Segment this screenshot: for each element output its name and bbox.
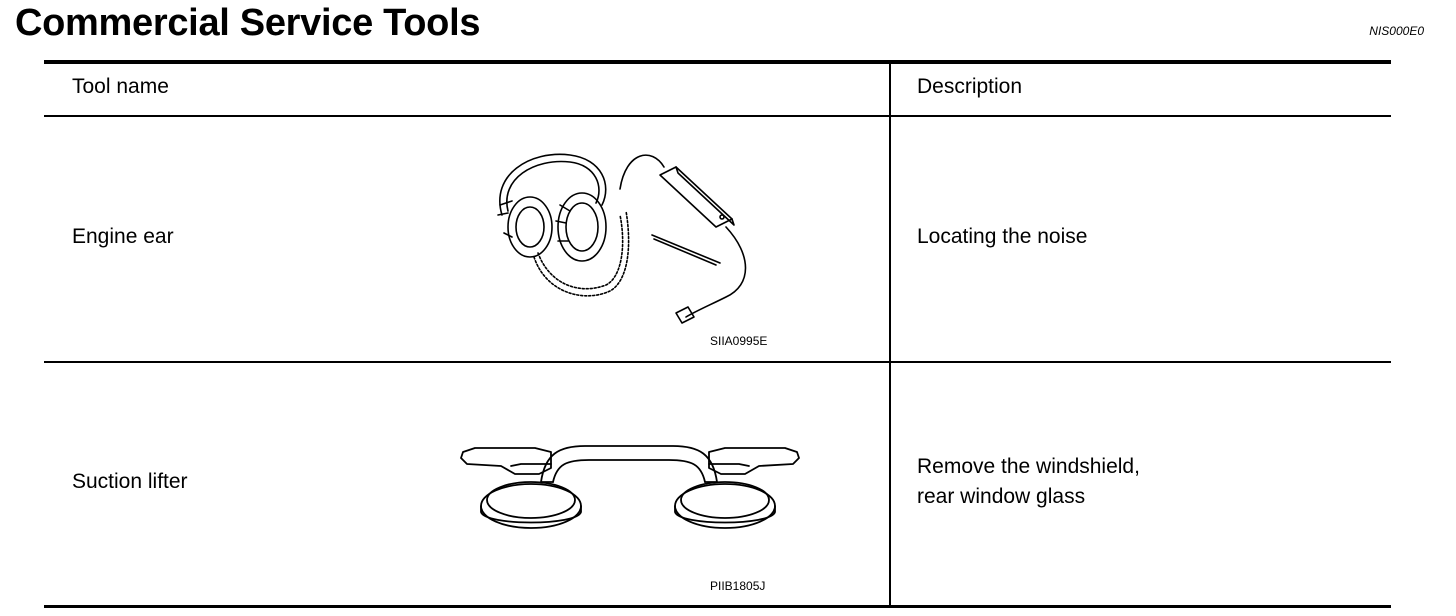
- figure-code-engine-ear: SIIA0995E: [710, 334, 768, 348]
- description-line: Remove the windshield,: [917, 455, 1140, 478]
- engine-ear-figure: [490, 145, 760, 335]
- header-description: Description: [917, 75, 1023, 98]
- figure-code-suction-lifter: PIIB1805J: [710, 579, 766, 593]
- header-tool-name: Tool name: [72, 75, 169, 98]
- table-header-rule: [44, 115, 1391, 117]
- suction-lifter-figure: [455, 438, 805, 538]
- suction-cup-lifter-icon: [460, 445, 800, 529]
- tool-name-engine-ear: Engine ear: [72, 225, 174, 248]
- table-row-divider: [44, 361, 1391, 363]
- description-suction-lifter: Remove the windshield, rear window glass: [917, 452, 1140, 512]
- table-top-rule: [44, 60, 1391, 64]
- description-line: rear window glass: [917, 485, 1086, 508]
- document-code: NIS000E0: [1369, 24, 1424, 38]
- description-engine-ear: Locating the noise: [917, 225, 1088, 248]
- page-title: Commercial Service Tools: [15, 2, 481, 44]
- table-bottom-rule: [44, 605, 1391, 608]
- table-column-divider: [889, 64, 891, 605]
- headphone-stethoscope-icon: [497, 153, 747, 324]
- tool-name-suction-lifter: Suction lifter: [72, 470, 188, 493]
